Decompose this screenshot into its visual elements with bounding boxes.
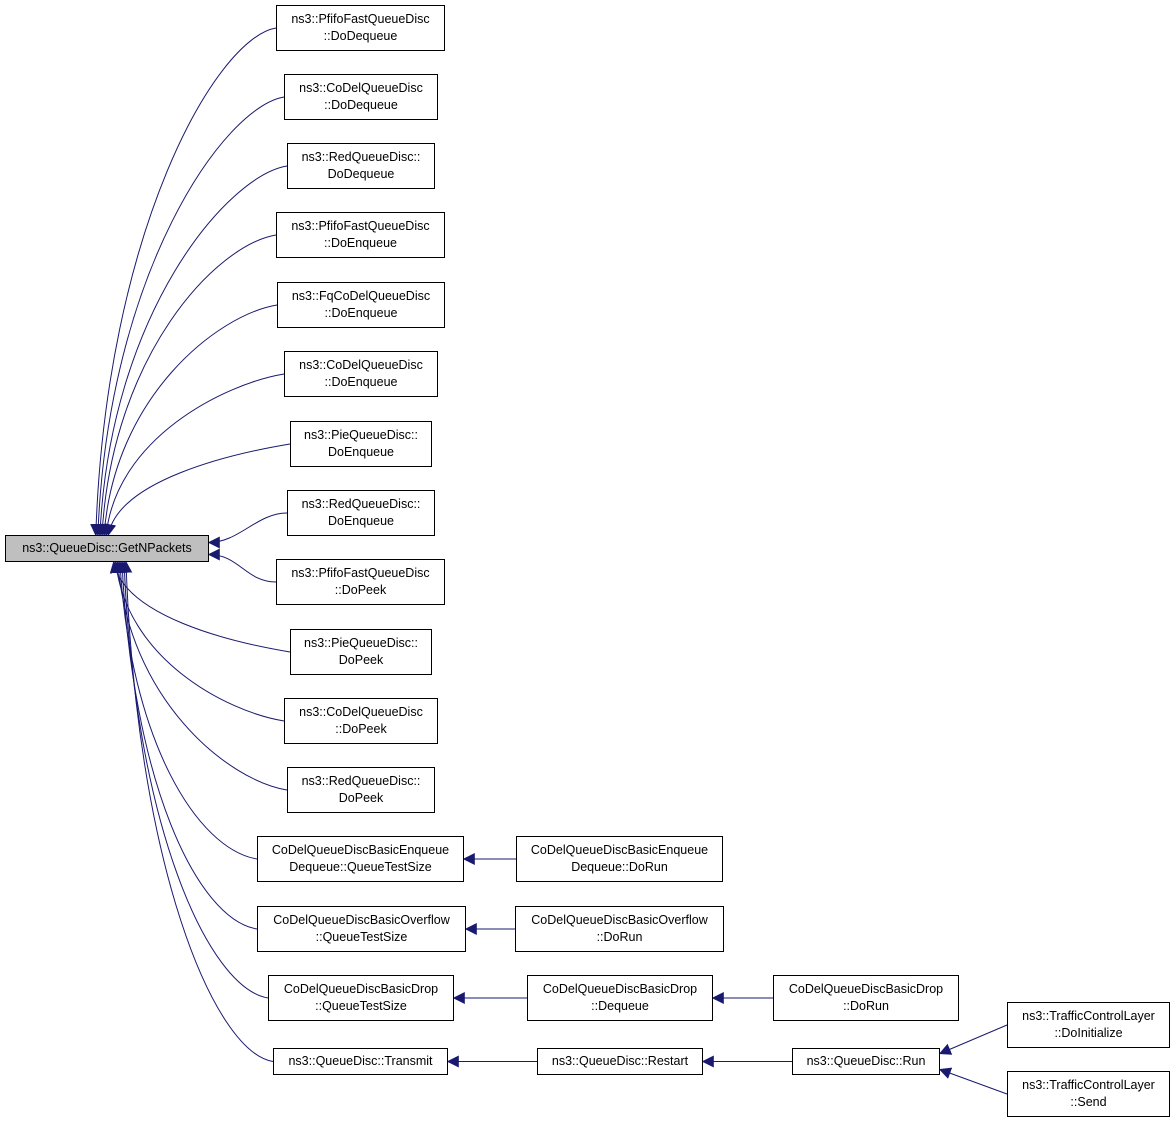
node-basicdrop-queuetestsize[interactable]: CoDelQueueDiscBasicDrop ::QueueTestSize — [268, 975, 454, 1021]
node-label: ::Send — [1070, 1095, 1107, 1109]
node-label: ns3::RedQueueDisc:: — [301, 150, 421, 164]
node-label: ns3::FqCoDelQueueDisc — [291, 289, 431, 303]
node-label: DoEnqueue — [327, 514, 395, 528]
edge-pie_enq-to-root — [104, 443, 291, 537]
node-label: ns3::QueueDisc::Restart — [551, 1054, 689, 1068]
node-label: ns3::PfifoFastQueueDisc — [291, 12, 430, 26]
node-basicenqueuedequeue-queuetestsize[interactable]: CoDelQueueDiscBasicEnqueue Dequeue::Queu… — [257, 836, 464, 882]
edge-transmit-to-root — [120, 560, 274, 1062]
node-label: ns3::CoDelQueueDisc — [299, 705, 423, 719]
edge-fq_enq-to-root — [98, 304, 278, 537]
node-red-doenqueue[interactable]: ns3::RedQueueDisc:: DoEnqueue — [287, 490, 435, 536]
node-label: ns3::PieQueueDisc:: — [304, 428, 418, 442]
node-codel-dopeek[interactable]: ns3::CoDelQueueDisc ::DoPeek — [284, 698, 438, 744]
edge-pie_peek-to-root — [109, 560, 291, 653]
node-red-dopeek[interactable]: ns3::RedQueueDisc:: DoPeek — [287, 767, 435, 813]
node-codel-doenqueue[interactable]: ns3::CoDelQueueDisc ::DoEnqueue — [284, 351, 438, 397]
edge-pf_peek-to-root — [207, 548, 277, 583]
node-label: CoDelQueueDiscBasicOverflow — [531, 913, 708, 927]
node-label: CoDelQueueDiscBasicDrop — [788, 982, 944, 996]
node-label: ns3::RedQueueDisc:: — [301, 497, 421, 511]
node-label: ::Dequeue — [591, 999, 649, 1013]
node-label: ::DoDequeue — [324, 98, 398, 112]
node-label: DoPeek — [338, 791, 384, 805]
edge-be_qts-to-root — [114, 560, 258, 860]
node-label: ns3::CoDelQueueDisc — [299, 358, 423, 372]
node-pie-dopeek[interactable]: ns3::PieQueueDisc:: DoPeek — [290, 629, 432, 675]
node-queuedisc-transmit[interactable]: ns3::QueueDisc::Transmit — [273, 1048, 448, 1075]
node-pfifofast-doenqueue[interactable]: ns3::PfifoFastQueueDisc ::DoEnqueue — [276, 212, 445, 258]
node-label: DoDequeue — [327, 167, 395, 181]
node-basicdrop-dequeue[interactable]: CoDelQueueDiscBasicDrop ::Dequeue — [527, 975, 713, 1021]
node-label: DoEnqueue — [327, 445, 395, 459]
node-label: ns3::CoDelQueueDisc — [299, 81, 423, 95]
node-label: ::QueueTestSize — [315, 999, 407, 1013]
edge-bd_qts-to-root — [118, 560, 269, 999]
edge-cd_enq-to-root — [101, 373, 285, 537]
node-label: CoDelQueueDiscBasicDrop — [283, 982, 439, 996]
node-pie-doenqueue[interactable]: ns3::PieQueueDisc:: DoEnqueue — [290, 421, 432, 467]
edge-pf_enq-to-root — [96, 234, 277, 537]
node-label: ::DoDequeue — [323, 29, 398, 43]
edge-cd_deq-to-root — [92, 96, 285, 537]
node-basicdrop-dorun[interactable]: CoDelQueueDiscBasicDrop ::DoRun — [773, 975, 959, 1021]
node-label: CoDelQueueDiscBasicOverflow — [273, 913, 450, 927]
edge-red_peek-to-root — [112, 560, 288, 791]
node-root[interactable]: ns3::QueueDisc::GetNPackets — [5, 535, 209, 562]
node-codel-dodequeue[interactable]: ns3::CoDelQueueDisc ::DoDequeue — [284, 74, 438, 120]
node-trafficcontrollayer-doinitialize[interactable]: ns3::TrafficControlLayer ::DoInitialize — [1007, 1002, 1170, 1048]
node-label: ns3::PfifoFastQueueDisc — [291, 566, 430, 580]
node-label: ::DoPeek — [334, 583, 387, 597]
node-basicoverflow-queuetestsize[interactable]: CoDelQueueDiscBasicOverflow ::QueueTestS… — [257, 906, 466, 952]
edge-tcl_send-to-run — [938, 1067, 1008, 1095]
node-basicoverflow-dorun[interactable]: CoDelQueueDiscBasicOverflow ::DoRun — [515, 906, 724, 952]
node-label: CoDelQueueDiscBasicEnqueue — [530, 843, 709, 857]
node-label: ns3::QueueDisc::Run — [806, 1054, 926, 1068]
node-red-dodequeue[interactable]: ns3::RedQueueDisc:: DoDequeue — [287, 143, 435, 189]
node-label: ns3::QueueDisc::Transmit — [288, 1054, 433, 1068]
node-fqcodel-doenqueue[interactable]: ns3::FqCoDelQueueDisc ::DoEnqueue — [277, 282, 445, 328]
node-label: ::DoInitialize — [1054, 1026, 1123, 1040]
node-label: ::DoRun — [843, 999, 889, 1013]
node-label: CoDelQueueDiscBasicDrop — [542, 982, 698, 996]
node-pfifofast-dodequeue[interactable]: ns3::PfifoFastQueueDisc ::DoDequeue — [276, 5, 445, 51]
node-label: Dequeue::QueueTestSize — [289, 860, 432, 874]
node-label: ::DoEnqueue — [324, 236, 397, 250]
node-label: Dequeue::DoRun — [571, 860, 668, 874]
edge-red_enq-to-root — [207, 512, 288, 549]
node-label: ns3::TrafficControlLayer — [1022, 1078, 1155, 1092]
node-label: ::QueueTestSize — [315, 930, 408, 944]
node-basicenqueuedequeue-dorun[interactable]: CoDelQueueDiscBasicEnqueue Dequeue::DoRu… — [516, 836, 723, 882]
node-pfifofast-dopeek[interactable]: ns3::PfifoFastQueueDisc ::DoPeek — [276, 559, 445, 605]
node-label: ns3::PfifoFastQueueDisc — [291, 219, 430, 233]
node-label: ::DoRun — [596, 930, 643, 944]
node-label: DoPeek — [338, 653, 384, 667]
edge-red_deq-to-root — [94, 165, 288, 537]
node-label: ::DoEnqueue — [324, 306, 398, 320]
node-label: CoDelQueueDiscBasicEnqueue — [271, 843, 450, 857]
node-label: ns3::TrafficControlLayer — [1022, 1009, 1155, 1023]
node-trafficcontrollayer-send[interactable]: ns3::TrafficControlLayer ::Send — [1007, 1071, 1170, 1117]
node-label: ::DoEnqueue — [324, 375, 398, 389]
node-queuedisc-run[interactable]: ns3::QueueDisc::Run — [792, 1048, 940, 1075]
edge-tcl_init-to-run — [938, 1024, 1008, 1055]
node-queuedisc-restart[interactable]: ns3::QueueDisc::Restart — [537, 1048, 703, 1075]
node-label: ns3::QueueDisc::GetNPackets — [22, 541, 192, 555]
edge-bo_qts-to-root — [116, 560, 258, 930]
edge-pf_deq-to-root — [90, 27, 277, 537]
node-label: ns3::RedQueueDisc:: — [301, 774, 421, 788]
node-label: ns3::PieQueueDisc:: — [304, 636, 418, 650]
node-label: ::DoPeek — [335, 722, 387, 736]
